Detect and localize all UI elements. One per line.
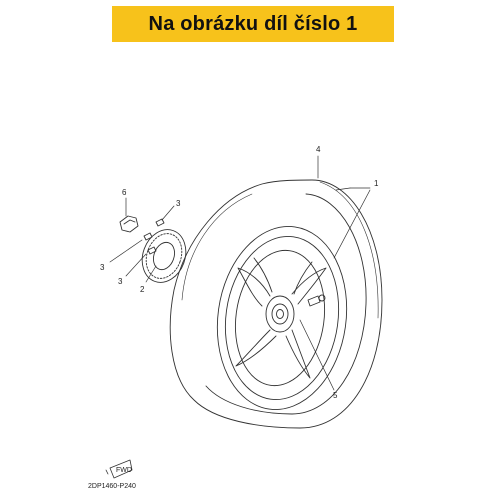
callout-3-left: 3: [100, 263, 105, 272]
axle-nut: [119, 215, 139, 233]
callout-3-bottom: 3: [118, 277, 123, 286]
callout-1: 1: [374, 179, 379, 188]
leader-lines: [109, 155, 371, 391]
callout-3-top: 3: [176, 199, 181, 208]
callout-4: 4: [316, 145, 321, 154]
callout-2: 2: [140, 285, 145, 294]
fwd-arrow-icon: [105, 459, 133, 479]
fwd-label: FWD: [116, 467, 132, 474]
wheel-rim: [216, 226, 348, 410]
banner-title: Na obrázku díl číslo 1: [148, 12, 358, 35]
diagram-code: 2DP1460-P240: [88, 483, 136, 490]
callout-6: 6: [122, 188, 127, 197]
title-banner: Na obrázku díl číslo 1: [112, 6, 394, 42]
tire: [169, 179, 383, 429]
bolts: [143, 218, 165, 255]
callout-5: 5: [333, 391, 338, 400]
